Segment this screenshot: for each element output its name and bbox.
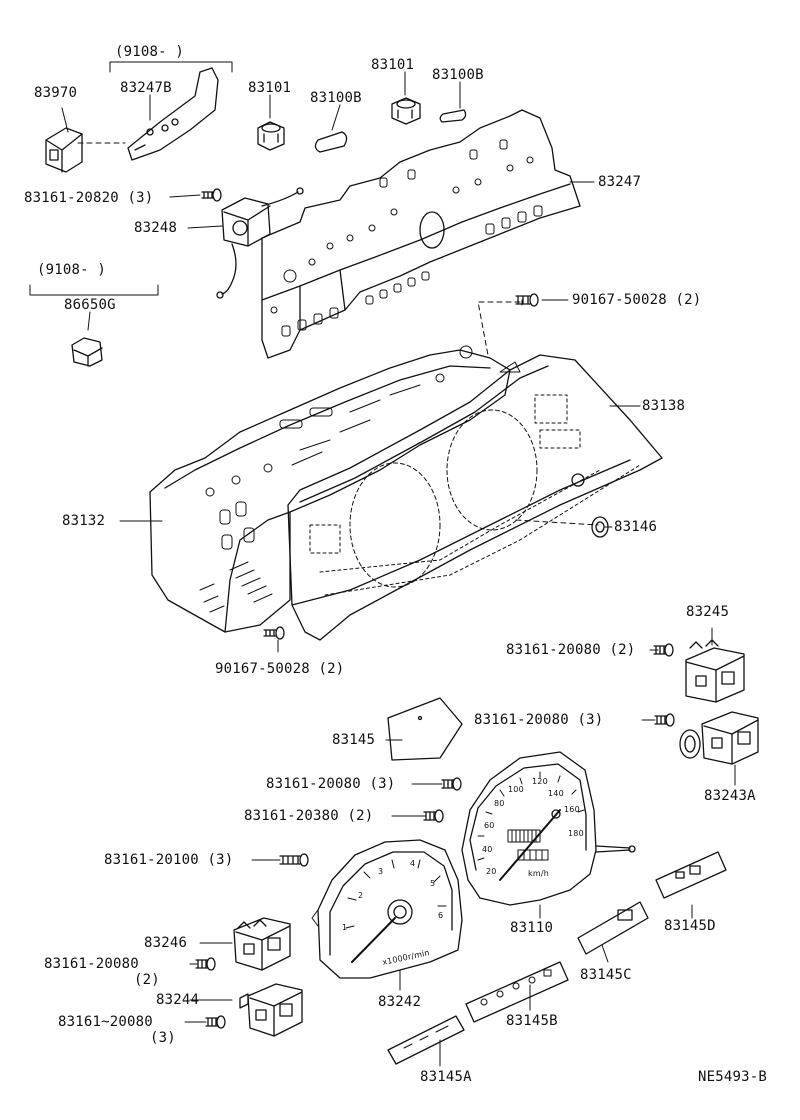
speedo-tick-180: 180	[568, 829, 584, 838]
screw-83161-20080-a	[653, 643, 674, 657]
label-83247: 83247	[598, 174, 642, 190]
label-83132: 83132	[62, 513, 106, 529]
part-83246	[233, 917, 291, 971]
label-83145D: 83145D	[664, 918, 716, 934]
label-83101-right: 83101	[371, 57, 415, 73]
tach-tick-2: 2	[358, 891, 364, 900]
tach-tick-4: 4	[410, 859, 416, 868]
part-83247B	[127, 67, 219, 161]
leader-lines	[29, 61, 736, 1067]
part-83101-left	[257, 121, 285, 151]
part-83145A	[387, 1015, 465, 1065]
part-83145C	[577, 901, 649, 955]
label-83101-left: 83101	[248, 80, 292, 96]
label-83145C: 83145C	[580, 967, 632, 983]
date-code-b: (9108- )	[37, 262, 107, 278]
speedo-tick-100: 100	[508, 785, 524, 794]
label-83247B: 83247B	[120, 80, 172, 96]
label-83243A: 83243A	[704, 788, 756, 804]
label-83145B: 83145B	[506, 1013, 558, 1029]
screw-83161-20100	[279, 853, 309, 867]
label-83244: 83244	[156, 992, 200, 1008]
screw-90167-top	[515, 293, 539, 307]
label-83161-20820: 83161-20820 (3)	[24, 190, 154, 206]
diagram-id: NE5493-B	[698, 1069, 768, 1085]
date-code-a: (9108- )	[115, 44, 185, 60]
speedo-tick-80: 80	[494, 799, 505, 808]
label-83110: 83110	[510, 920, 554, 936]
label-83161-20080-b: 83161-20080 (3)	[474, 712, 604, 728]
label-83161-20080-e: 83161~20080	[58, 1014, 153, 1030]
label-86650G: 86650G	[64, 297, 116, 313]
label-83161-20100: 83161-20100 (3)	[104, 852, 234, 868]
part-83244	[239, 983, 303, 1037]
label-83246: 83246	[144, 935, 188, 951]
part-83100B-right	[439, 109, 467, 123]
label-83138: 83138	[642, 398, 686, 414]
part-83243A	[679, 711, 759, 765]
screw-83161-20080-b	[654, 713, 675, 727]
label-83248: 83248	[134, 220, 178, 236]
tach-tick-3: 3	[378, 867, 384, 876]
label-83145A: 83145A	[420, 1069, 472, 1085]
part-83242-tachometer	[311, 839, 463, 979]
label-90167-50028-top: 90167-50028 (2)	[572, 292, 702, 308]
part-83110-speedometer	[461, 751, 636, 906]
part-83101-right	[391, 97, 421, 125]
tach-tick-6: 6	[438, 911, 444, 920]
part-83248	[216, 187, 304, 299]
part-83145B	[465, 961, 569, 1023]
label-83245: 83245	[686, 604, 730, 620]
part-83132	[149, 345, 511, 633]
tach-tick-1: 1	[342, 923, 348, 932]
speedo-tick-20: 20	[486, 867, 497, 876]
label-83161-20080-d-qty: (2)	[134, 972, 160, 988]
part-83245	[685, 639, 745, 703]
label-83161-20080-a: 83161-20080 (2)	[506, 642, 636, 658]
screw-83161-20820	[201, 188, 222, 202]
part-83138	[287, 354, 663, 641]
label-83242: 83242	[378, 994, 422, 1010]
screw-83161-20380	[423, 809, 444, 823]
part-83145D	[655, 851, 727, 899]
label-83100B-left: 83100B	[310, 90, 362, 106]
part-83247	[261, 109, 581, 359]
part-83100B-left	[314, 131, 348, 153]
part-83145	[387, 697, 463, 761]
label-83100B-right: 83100B	[432, 67, 484, 83]
screw-83161-20080-c	[441, 777, 462, 791]
tach-tick-5: 5	[430, 879, 436, 888]
label-83145: 83145	[332, 732, 376, 748]
screw-90167-bottom	[263, 626, 285, 640]
label-90167-50028-bottom: 90167-50028 (2)	[215, 661, 345, 677]
label-83161-20080-e-qty: (3)	[150, 1030, 176, 1046]
part-86650G	[71, 337, 103, 367]
speedo-tick-60: 60	[484, 821, 495, 830]
speedo-tick-40: 40	[482, 845, 493, 854]
label-83146: 83146	[614, 519, 658, 535]
speedo-tick-120: 120	[532, 777, 548, 786]
label-83970: 83970	[34, 85, 78, 101]
speedo-unit-label: km/h	[528, 869, 549, 878]
screw-83161-20080-d	[195, 957, 216, 971]
speedo-tick-160: 160	[564, 805, 580, 814]
part-83970	[45, 127, 83, 173]
label-83161-20080-c: 83161-20080 (3)	[266, 776, 396, 792]
screw-83161-20080-e	[205, 1015, 226, 1029]
label-83161-20080-d: 83161-20080	[44, 956, 139, 972]
part-83146	[591, 516, 609, 538]
label-83161-20380: 83161-20380 (2)	[244, 808, 374, 824]
speedo-tick-140: 140	[548, 789, 564, 798]
